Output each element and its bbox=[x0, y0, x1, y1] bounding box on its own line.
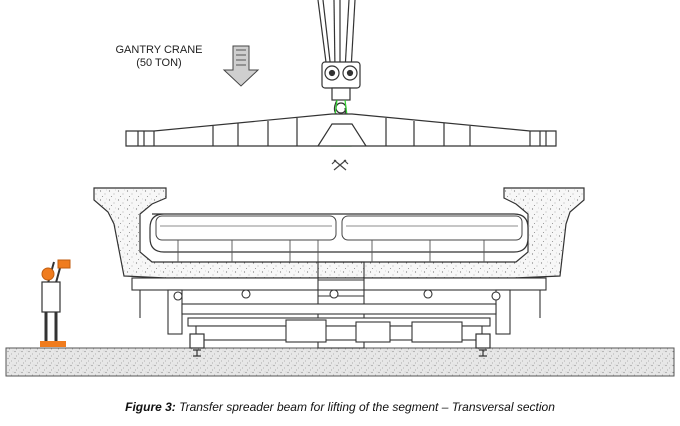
crane-hook-block bbox=[321, 61, 361, 117]
lifting-symbol-icon bbox=[331, 159, 349, 171]
support-jacks bbox=[189, 333, 491, 357]
figure-number: Figure 3: bbox=[125, 400, 176, 414]
worker-helmet-icon bbox=[41, 267, 55, 281]
gantry-crane-label: GANTRY CRANE (50 TON) bbox=[104, 44, 214, 70]
figure-caption: Figure 3: Transfer spreader beam for lif… bbox=[0, 400, 680, 414]
ground-slab bbox=[5, 347, 675, 377]
crane-label-line2: (50 TON) bbox=[136, 57, 182, 69]
down-arrow-icon bbox=[222, 45, 260, 87]
spreader-beam bbox=[125, 113, 557, 147]
figure-caption-text: Transfer spreader beam for lifting of th… bbox=[179, 400, 555, 414]
box-girder-segment bbox=[93, 187, 585, 279]
crane-cables bbox=[317, 0, 356, 71]
support-frame bbox=[131, 261, 547, 349]
crane-label-line1: GANTRY CRANE bbox=[115, 44, 203, 56]
worker-figure bbox=[40, 259, 71, 347]
